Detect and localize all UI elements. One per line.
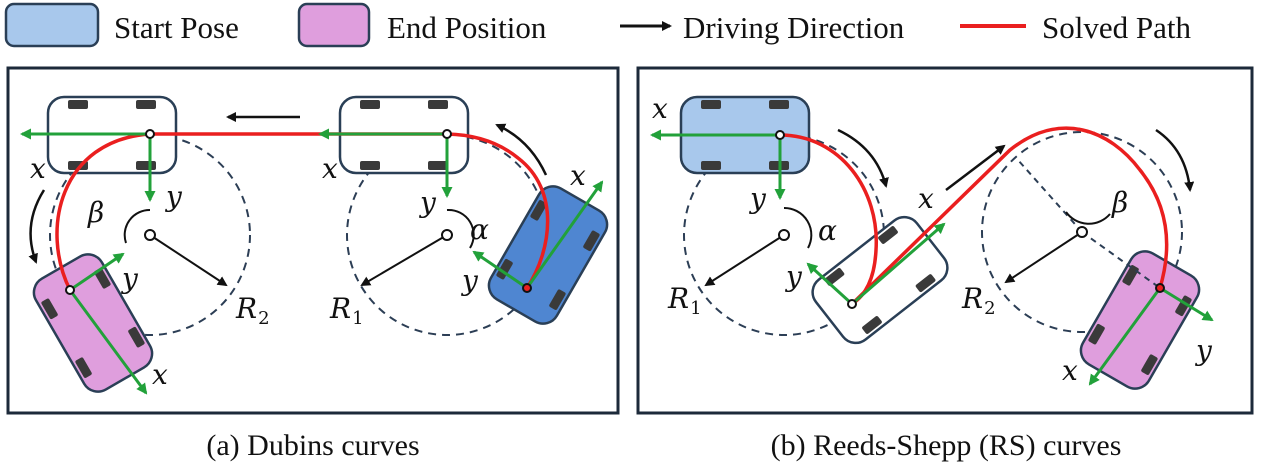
label-x-a4: x — [152, 358, 168, 391]
center-r2 — [144, 229, 156, 241]
dash-b-1 — [1017, 159, 1083, 233]
axis-x-b3 — [1088, 287, 1162, 386]
label-x-a2: x — [322, 152, 338, 185]
driving-direction-label: Driving Direction — [683, 10, 905, 45]
center-r1-b — [778, 229, 790, 241]
label-x-b2: x — [918, 182, 934, 215]
panel-dubins: x y x y x y x y β α R2 R1 (a) Dubins cur… — [6, 66, 620, 462]
panel-b-frame — [636, 66, 1254, 415]
radius-r1-b-arrow — [704, 234, 785, 287]
angle-arc-alpha — [446, 208, 475, 249]
turn-circle-r2-b — [981, 131, 1183, 333]
label-x-a1: x — [30, 152, 46, 185]
angle-arc-beta — [123, 208, 151, 244]
panel-reeds-shepp: x y x y x y α β R1 R2 (b) Reeds-Shepp (R… — [636, 66, 1254, 462]
label-alpha-a: α — [470, 213, 489, 246]
legend-driving-direction: Driving Direction — [620, 10, 905, 45]
pivot-a-start — [522, 283, 532, 293]
car-start-a — [481, 179, 615, 331]
pivot-a-top-right — [442, 129, 452, 139]
label-y-a1: y — [164, 180, 183, 213]
angle-arc-alpha-b — [783, 206, 813, 249]
start-pose-swatch — [4, 2, 100, 48]
direction-arrow-b-1 — [837, 128, 889, 188]
axis-x-b2 — [851, 222, 946, 306]
end-position-swatch — [297, 2, 371, 48]
direction-arrow-b-2 — [945, 144, 1006, 191]
pivot-b-start — [775, 130, 785, 140]
label-y-a4: y — [120, 262, 139, 295]
pivot-b-end — [1155, 283, 1165, 293]
pivot-a-top-left — [145, 129, 155, 139]
dash-b-2 — [1081, 231, 1161, 289]
radius-r1-arrow — [360, 234, 448, 287]
label-r2-a: R2 — [235, 292, 270, 329]
label-x-b3: x — [1062, 354, 1078, 387]
caption-b: (b) Reeds-Shepp (RS) curves — [771, 429, 1122, 462]
label-x-b1: x — [652, 92, 668, 125]
end-position-label: End Position — [387, 10, 547, 45]
solved-path-b — [779, 126, 1169, 306]
axis-x-a4 — [68, 289, 148, 395]
center-r1 — [441, 229, 453, 241]
legend-solved-path: Solved Path — [960, 10, 1191, 45]
angle-arc-beta-b — [1065, 211, 1111, 225]
label-y-b1: y — [748, 182, 767, 215]
label-r1-b: R1 — [667, 282, 702, 319]
pivot-a-end — [65, 285, 75, 295]
axis-y-a3 — [472, 250, 528, 290]
car-end-b — [1073, 244, 1207, 396]
pivot-b-mid — [847, 299, 857, 309]
radius-r2-b-arrow — [1004, 231, 1083, 284]
direction-arrow-b-3 — [1155, 128, 1195, 192]
label-x-a3: x — [570, 159, 586, 192]
label-alpha-b: α — [818, 214, 837, 247]
legend-start-pose: Start Pose — [4, 2, 239, 48]
solved-path-a — [55, 132, 550, 291]
direction-arrow-a-right — [495, 123, 548, 176]
axis-y-b2 — [806, 262, 854, 306]
label-r1-a: R1 — [329, 292, 364, 329]
legend: Start Pose End Position Driving Directio… — [4, 2, 1191, 48]
axis-y-b3 — [1159, 286, 1214, 322]
panel-a-frame — [6, 66, 620, 415]
caption-a: (a) Dubins curves — [206, 429, 419, 462]
label-y-a2: y — [418, 186, 437, 219]
label-y-b3: y — [1194, 334, 1213, 367]
label-beta-a: β — [87, 196, 104, 229]
axis-x-a3 — [525, 180, 604, 289]
start-pose-label: Start Pose — [114, 10, 239, 45]
legend-end-position: End Position — [297, 2, 547, 48]
label-y-b2: y — [784, 260, 803, 293]
solved-path-label: Solved Path — [1042, 10, 1191, 45]
direction-arrow-a-left — [28, 189, 46, 264]
axis-y-a4 — [69, 252, 125, 292]
center-r2-b — [1076, 226, 1088, 238]
label-r2-b: R2 — [961, 282, 996, 319]
label-beta-b: β — [1111, 186, 1128, 219]
turn-circle-r2 — [49, 134, 251, 336]
radius-r2-arrow — [149, 234, 228, 287]
label-y-a3: y — [460, 264, 479, 297]
